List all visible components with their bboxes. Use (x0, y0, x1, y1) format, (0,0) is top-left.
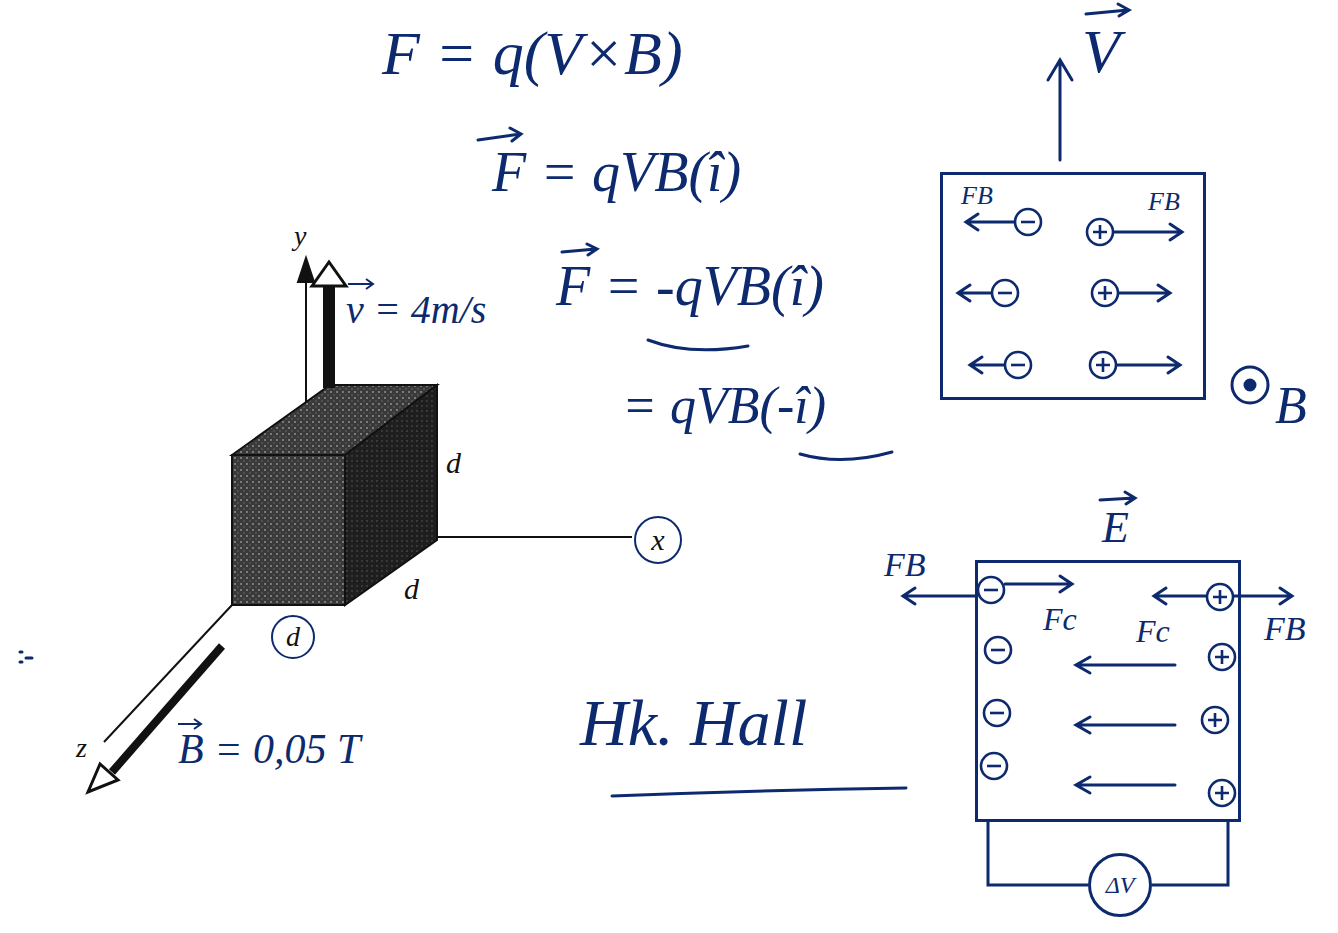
node-text: FB (1148, 189, 1180, 215)
velocity-value: v = 4m/s (346, 290, 486, 330)
node-text: d (286, 623, 300, 651)
node-text: FB (961, 183, 993, 209)
ink-marks (20, 4, 1135, 796)
field-label: E (1102, 506, 1129, 550)
equation: F = q(V×B) (382, 22, 683, 84)
axis-label: y (294, 222, 306, 250)
force-label: FB (884, 548, 926, 582)
cube (232, 385, 437, 605)
dimension-label: d (404, 574, 419, 604)
wire (988, 822, 1088, 885)
node-text: x (651, 525, 664, 555)
node-text: ΔV (1106, 873, 1135, 897)
axis-label: z (76, 734, 87, 762)
node-text: Fc (1043, 603, 1077, 635)
velocity-label: V (1082, 20, 1120, 82)
node-text: Fc (1136, 615, 1170, 647)
hall-box: Fc Fc (975, 560, 1241, 822)
equation: = qVB(-î) (622, 380, 826, 432)
wire (1152, 822, 1228, 885)
force-label: FB (1264, 612, 1306, 646)
bottom-forces (903, 576, 1292, 793)
top-charges (958, 60, 1268, 403)
field-value: B = 0,05 T (178, 728, 360, 770)
title-note: Hk. Hall (580, 690, 807, 756)
equation: F = -qVB(î) (556, 258, 824, 314)
equation: F = qVB(î) (492, 144, 741, 200)
dimension-label: d (446, 448, 461, 478)
field-arrow (88, 646, 222, 792)
axes (104, 258, 632, 742)
circled-dimension: d (271, 615, 315, 659)
field-label: B (1275, 380, 1307, 432)
voltmeter: ΔV (1088, 853, 1152, 917)
charge-box: FB FB (940, 172, 1206, 400)
circled-axis: x (634, 516, 682, 564)
